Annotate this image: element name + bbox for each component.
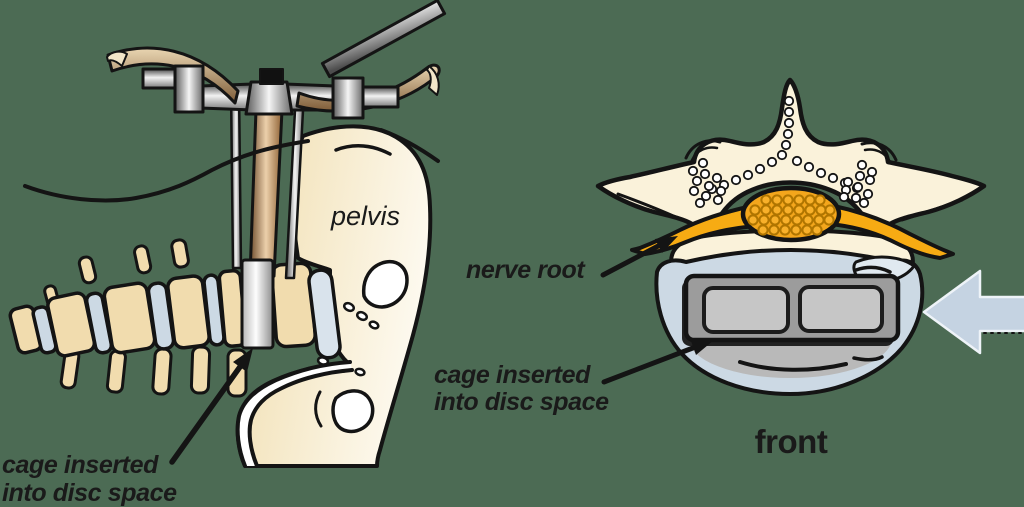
clamp-block-left [173,64,205,114]
nerve-root-callout-arrow [600,236,678,278]
spinous-processes [43,238,248,398]
nerve-root-right [828,204,955,260]
retractor-blade-left [106,46,240,105]
skin-line-right [379,128,440,163]
vertebral-arch-bone [595,77,987,253]
ischium-crescent [331,389,375,434]
vertebral-bodies [8,261,342,360]
left-cage-label-line2: into disc space [2,479,177,507]
left-cage-label-line1: cage inserted [2,451,158,479]
lateral-view-figure [8,0,447,468]
lumbar-spine [8,238,342,398]
right-cage-label: cage inserted into disc space [434,362,609,416]
clamp-small-left [141,67,178,90]
inserter-tube [240,258,275,350]
insertion-direction-arrow [922,269,1024,355]
right-cage-callout-arrow [601,340,714,385]
right-cage-label-line2: into disc space [434,388,609,416]
left-cage-label: cage inserted into disc space [2,451,177,507]
right-cage-label-line1: cage inserted [434,361,590,389]
skin-incision-line [23,139,310,203]
nerve-root-label: nerve root [466,256,585,284]
front-label: front [754,423,828,460]
body-contour-lines [738,265,892,372]
cancellous-bone-dots [687,95,878,209]
iliac-crest-line [334,144,392,156]
inserter-shaft [248,108,284,278]
interbody-cage [682,273,901,346]
hub-cap [259,68,284,85]
cage-window-left [702,286,790,334]
retractor-rod-left [229,86,243,270]
pelvis-label: pelvis [331,201,401,231]
acetabulum-crescent [361,259,409,309]
cage-window-right [798,285,884,333]
sacroiliac-gap [237,362,352,466]
diagonal-instrument-rod [320,0,447,79]
facet-joint-lines [616,139,964,222]
left-cage-callout-arrow [169,348,253,465]
notch-arc [314,390,323,428]
clamp-small-right [361,85,400,109]
cauda-equina [740,185,842,243]
axial-view-figure [595,77,1024,396]
center-hub [244,80,294,116]
clamp-block-right [331,76,365,120]
